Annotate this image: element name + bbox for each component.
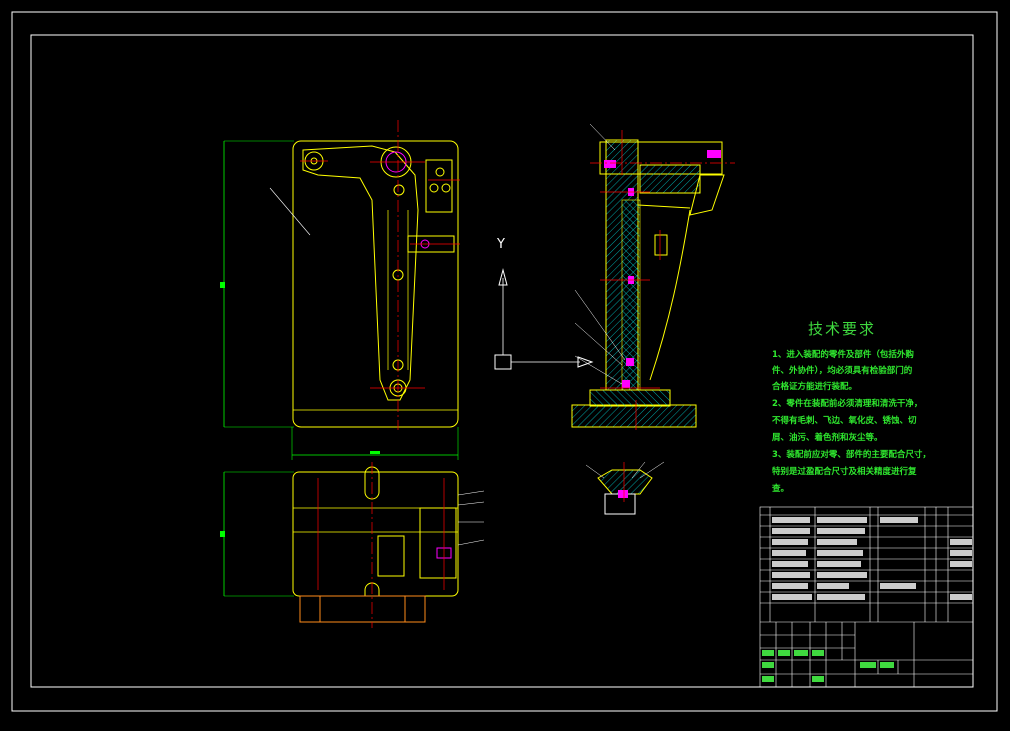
inner-drawing-border <box>30 34 974 688</box>
ucs-y-axis-label: Y <box>497 237 505 252</box>
technical-requirement-line: 特别是过盈配合尺寸及相关精度进行复 <box>772 467 917 477</box>
technical-requirement-line: 屑、油污、着色剂和灰尘等。 <box>772 433 883 443</box>
technical-requirement-line: 1、进入装配的零件及部件（包括外购 <box>772 350 914 360</box>
title-block-fills <box>762 517 972 682</box>
technical-requirement-line: 合格证方能进行装配。 <box>772 382 858 392</box>
title-block <box>759 506 974 688</box>
ucs-axis-icon <box>494 268 594 370</box>
top-view <box>220 462 485 628</box>
technical-requirement-line: 件、外协件），均必须具有检验部门的 <box>772 366 913 376</box>
front-view <box>220 120 460 460</box>
technical-requirement-line: 3、装配前应对零、部件的主要配合尺寸， <box>772 450 931 460</box>
outer-sheet-border <box>11 11 998 712</box>
section-view <box>571 123 735 430</box>
detail-view <box>585 461 665 515</box>
technical-requirement-line: 不得有毛刺、飞边、氧化皮、锈蚀、切 <box>772 416 917 426</box>
technical-requirement-line: 2、零件在装配前必须清理和清洗干净， <box>772 399 923 409</box>
technical-requirements-title: 技术要求 <box>808 320 877 338</box>
technical-requirement-line: 查。 <box>772 484 790 494</box>
